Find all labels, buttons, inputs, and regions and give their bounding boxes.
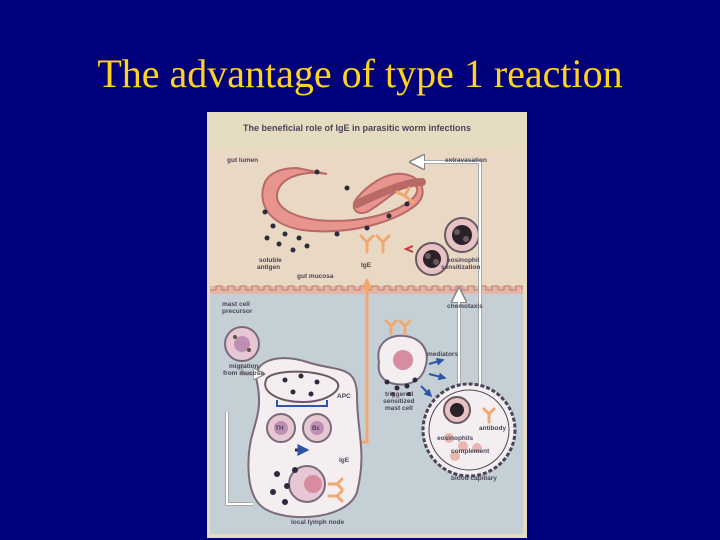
label-antigen: antigen [257, 264, 280, 271]
label-sensitized: sensitized [383, 398, 414, 405]
figure-heading: The beneficial role of IgE in parasitic … [243, 123, 471, 133]
label-complement: complement [451, 448, 490, 455]
mast-cell-precursor [225, 327, 259, 361]
label-blood-capillary: blood capillary [451, 475, 497, 482]
eosinophil-upper [445, 218, 479, 252]
label-eosinophil: eosinophil [447, 257, 480, 264]
label-precursor: precursor [222, 308, 253, 315]
label-ige-top: IgE [361, 262, 372, 269]
ige-parasite-diagram: The beneficial role of IgE in parasitic … [207, 112, 527, 538]
label-migration: migration [229, 363, 259, 370]
slide-title: The advantage of type 1 reaction [0, 48, 720, 100]
label-mediators: mediators [427, 351, 458, 358]
label-mast-cell-2: mast cell [385, 405, 413, 412]
label-gut-mucosa: gut mucosa [297, 273, 334, 280]
label-eosinophils: eosinophils [437, 435, 474, 442]
label-antibody: antibody [479, 425, 506, 432]
label-mast-cell: mast cell [222, 301, 250, 308]
diagram-figure: The beneficial role of IgE in parasitic … [207, 112, 527, 538]
label-chemotaxis: chemotaxis [447, 303, 483, 310]
label-soluble: soluble [259, 257, 282, 264]
label-th-cell: TH [275, 425, 284, 432]
label-triggered: triggered [385, 391, 413, 398]
label-local-lymph-node: local lymph node [291, 519, 344, 526]
label-from-mucosa: from mucosa [223, 370, 264, 377]
label-ige-bottom: IgE [339, 457, 350, 464]
label-b-cell: Bε [312, 425, 320, 432]
label-gut-lumen: gut lumen [227, 157, 258, 164]
label-extravasation: extravasation [445, 157, 487, 164]
label-sensitization: sensitization [441, 264, 480, 271]
label-apc: APC [337, 393, 351, 400]
